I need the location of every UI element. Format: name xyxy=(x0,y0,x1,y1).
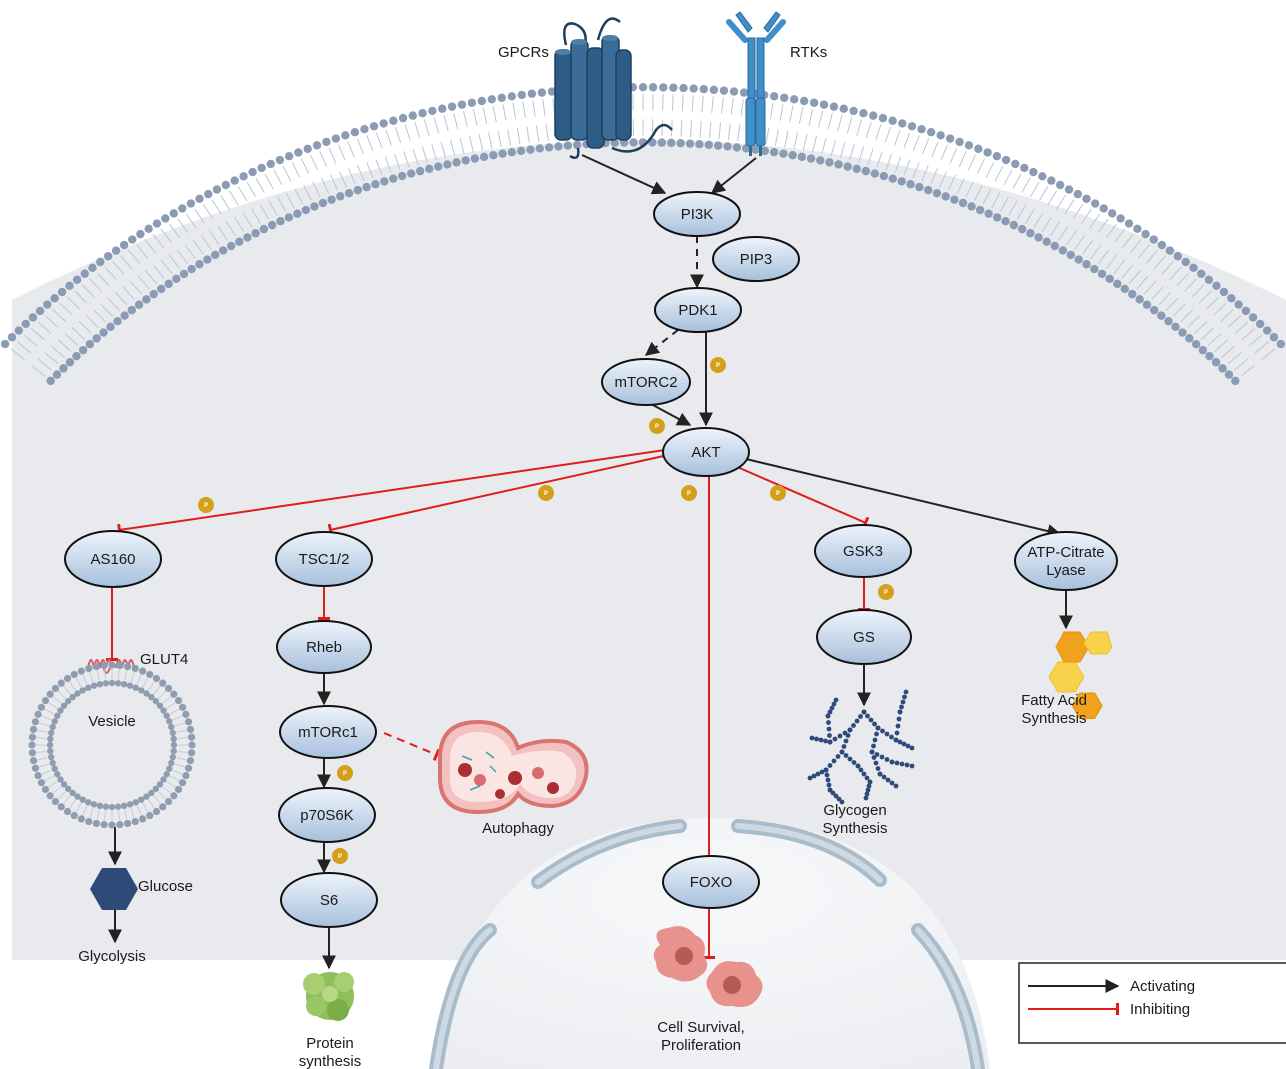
rtk-receptor-icon xyxy=(726,11,786,156)
autophagy-icon xyxy=(438,719,589,815)
phospho-badge: P xyxy=(681,485,697,501)
glucose-label: Glucose xyxy=(138,878,193,895)
glut4-label: GLUT4 xyxy=(140,651,188,668)
phospho-badge: P xyxy=(538,485,554,501)
phospho-badge-label: P xyxy=(687,491,691,497)
node-mtorc2-label: mTORC2 xyxy=(614,374,677,391)
phospho-badge: P xyxy=(649,418,665,434)
phospho-badge-label: P xyxy=(655,424,659,430)
phospho-badge-label: P xyxy=(204,503,208,509)
node-as160-label: AS160 xyxy=(90,551,135,568)
node-gs-label: GS xyxy=(853,629,875,646)
node-gsk3: GSK3 xyxy=(814,524,912,578)
node-acl-label-1: ATP-Citrate xyxy=(1027,544,1104,561)
node-tsc: TSC1/2 xyxy=(275,531,373,587)
phospho-badge: P xyxy=(770,485,786,501)
node-akt: AKT xyxy=(662,427,750,477)
legend-activating-label: Activating xyxy=(1130,978,1195,995)
edge-mtorc2-akt xyxy=(650,403,692,426)
phospho-badge-label: P xyxy=(338,854,342,860)
edge-mtorc1-autophagy xyxy=(383,732,441,761)
edge-akt-gsk3 xyxy=(734,465,870,529)
node-pdk1-label: PDK1 xyxy=(678,302,717,319)
node-acl-label-2: Lyase xyxy=(1046,562,1085,579)
edge-gpcr-pi3k xyxy=(581,154,667,195)
protein-icon xyxy=(303,972,354,1021)
node-p70s6k: p70S6K xyxy=(278,787,376,843)
glycogen-icon xyxy=(807,689,915,805)
vesicle-icon xyxy=(28,661,196,829)
fatty-acid-icon xyxy=(1048,631,1113,720)
legend-inhibiting-label: Inhibiting xyxy=(1130,1001,1190,1018)
phospho-badge: P xyxy=(710,357,726,373)
node-akt-label: AKT xyxy=(691,444,720,461)
edges xyxy=(106,154,1073,970)
survival-label-1: Cell Survival, xyxy=(657,1019,745,1036)
protein-label-2: synthesis xyxy=(299,1053,362,1069)
fatty-acid-label-2: Synthesis xyxy=(1021,710,1086,727)
node-rheb-label: Rheb xyxy=(306,639,342,656)
node-gs: GS xyxy=(816,609,912,665)
node-acl: ATP-Citrate Lyase xyxy=(1014,531,1118,591)
phospho-badge: P xyxy=(332,848,348,864)
glycogen-label-2: Synthesis xyxy=(822,820,887,837)
phospho-badge-label: P xyxy=(343,771,347,777)
phospho-badge: P xyxy=(878,584,894,600)
glycolysis-label: Glycolysis xyxy=(78,948,146,965)
phosphorylation-badges: P P P P P P P P P xyxy=(198,357,894,864)
node-pdk1: PDK1 xyxy=(654,287,742,333)
edge-akt-tsc xyxy=(327,454,669,537)
node-mtorc1: mTORc1 xyxy=(279,705,377,759)
edge-rtk-pi3k xyxy=(710,157,757,194)
rtk-label: RTKs xyxy=(790,44,827,61)
vesicle-label: Vesicle xyxy=(88,713,136,730)
autophagy-label: Autophagy xyxy=(482,820,554,837)
node-s6: S6 xyxy=(280,872,378,928)
phospho-badge-label: P xyxy=(716,363,720,369)
edge-akt-acl xyxy=(745,458,1062,538)
node-as160: AS160 xyxy=(64,530,162,588)
legend: Activating Inhibiting xyxy=(1018,962,1286,1044)
glycogen-label-1: Glycogen xyxy=(823,802,886,819)
phospho-badge-label: P xyxy=(544,491,548,497)
edge-akt-as160 xyxy=(117,449,666,537)
glucose-icon xyxy=(90,868,138,910)
node-foxo: FOXO xyxy=(662,855,760,909)
node-rheb: Rheb xyxy=(276,620,372,674)
survival-label-2: Proliferation xyxy=(661,1037,741,1054)
edge-pdk1-mtorc2 xyxy=(644,329,679,356)
node-tsc-label: TSC1/2 xyxy=(299,551,350,568)
phospho-badge-label: P xyxy=(776,491,780,497)
cell-survival-icon xyxy=(653,926,763,1007)
gpcr-label: GPCRs xyxy=(498,44,549,61)
phospho-badge: P xyxy=(198,497,214,513)
fatty-acid-label-1: Fatty Acid xyxy=(1021,692,1087,709)
node-p70s6k-label: p70S6K xyxy=(300,807,353,824)
node-s6-label: S6 xyxy=(320,892,338,909)
node-pip3: PIP3 xyxy=(712,236,800,282)
node-pi3k: PI3K xyxy=(653,191,741,237)
node-foxo-label: FOXO xyxy=(690,874,733,891)
node-pi3k-label: PI3K xyxy=(681,206,714,223)
phospho-badge-label: P xyxy=(884,590,888,596)
node-gsk3-label: GSK3 xyxy=(843,543,883,560)
phospho-badge: P xyxy=(337,765,353,781)
protein-label-1: Protein xyxy=(306,1035,354,1052)
node-pip3-label: PIP3 xyxy=(740,251,773,268)
gpcr-receptor-icon xyxy=(554,17,673,159)
node-mtorc1-label: mTORc1 xyxy=(298,724,358,741)
node-mtorc2: mTORC2 xyxy=(601,358,691,406)
